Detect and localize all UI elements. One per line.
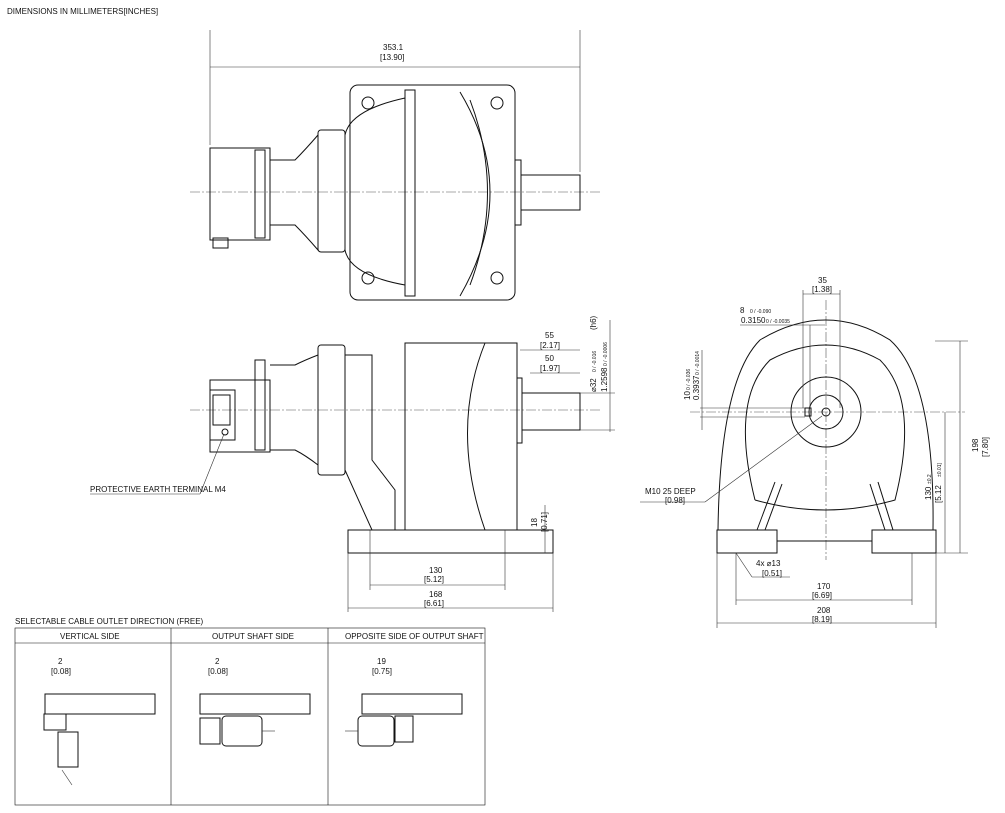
tap-spec: M10 25 DEEP <box>645 487 696 496</box>
key-height-tol: 0 / -0.036 <box>686 369 692 390</box>
shaft-diameter-in: 1.2598 <box>600 367 609 392</box>
hole-spacing-in: [5.12] <box>424 575 444 584</box>
column-output-shaft-side: OUTPUT SHAFT SIDE <box>212 632 294 641</box>
dim: 2 <box>58 657 63 666</box>
key-width-in: 0.3150 <box>741 316 766 325</box>
dim-in: [0.08] <box>208 667 228 676</box>
tap-spec-in: [0.98] <box>665 496 685 505</box>
side-view: 130 [5.12] 168 [6.61] 55 [2.17] 50 [1.97… <box>90 315 615 612</box>
hole-spacing: 130 <box>429 566 443 575</box>
key-length: 50 <box>545 354 554 363</box>
cable-section-title: SELECTABLE CABLE OUTLET DIRECTION (FREE) <box>15 617 204 626</box>
vertical-side-diagram: 2 [0.08] <box>43 657 156 786</box>
dim: 19 <box>377 657 386 666</box>
base-height: 18 <box>530 518 539 527</box>
base-length-in: [6.61] <box>424 599 444 608</box>
center-height: 130 <box>924 486 933 500</box>
top-view: 353.1 [13.90] <box>190 30 600 301</box>
base-length: 168 <box>429 590 443 599</box>
hole-pitch-in: [6.69] <box>812 591 832 600</box>
width-35-in: [1.38] <box>812 285 832 294</box>
center-height-in-tol: ±0.01] <box>937 463 943 477</box>
key-height-in-tol: 0 / -0.0014 <box>695 351 701 375</box>
front-view: 35 [1.38] 8 0 / -0.090 0.3150 0 / -0.003… <box>640 276 990 628</box>
key-height-in: 0.3937 <box>692 375 701 400</box>
shaft-diameter-in-tol: 0 / -0.0006 <box>603 342 609 366</box>
opposite-side-diagram: 19 [0.75] <box>345 657 463 747</box>
shaft-fit: (h6) <box>589 315 598 330</box>
shaft-length: 55 <box>545 331 554 340</box>
dim-in: [0.08] <box>51 667 71 676</box>
mounting-holes-in: [0.51] <box>762 569 782 578</box>
width-35: 35 <box>818 276 827 285</box>
overall-height: 198 <box>971 438 980 452</box>
base-width-in: [8.19] <box>812 615 832 624</box>
base-height-in: [0.71] <box>540 512 549 532</box>
earth-terminal-label: PROTECTIVE EARTH TERMINAL M4 <box>90 485 226 494</box>
overall-length: 353.1 <box>383 43 404 52</box>
hole-pitch: 170 <box>817 582 831 591</box>
units-header: DIMENSIONS IN MILLIMETERS[INCHES] <box>7 7 158 16</box>
shaft-diameter-tol: 0 / -0.016 <box>592 351 598 372</box>
shaft-length-in: [2.17] <box>540 341 560 350</box>
key-width-tol: 0 / -0.090 <box>750 309 771 315</box>
column-opposite-side: OPPOSITE SIDE OF OUTPUT SHAFT <box>345 632 484 641</box>
center-height-in: [5.12 <box>934 485 943 503</box>
mounting-holes: 4x ⌀13 <box>756 559 781 568</box>
base-width: 208 <box>817 606 831 615</box>
column-vertical-side: VERTICAL SIDE <box>60 632 120 641</box>
shaft-diameter: ⌀32 <box>589 378 598 392</box>
key-height: 10 <box>683 391 692 400</box>
overall-length-in: [13.90] <box>380 53 404 62</box>
center-height-tol: ±0.2 <box>927 474 933 484</box>
key-width: 8 <box>740 306 745 315</box>
key-length-in: [1.97] <box>540 364 560 373</box>
overall-height-in: [7.80] <box>981 437 990 457</box>
cable-outlet-table: SELECTABLE CABLE OUTLET DIRECTION (FREE)… <box>14 617 486 806</box>
dim: 2 <box>215 657 220 666</box>
key-width-in-tol: 0 / -0.0035 <box>766 319 790 325</box>
output-shaft-side-diagram: 2 [0.08] <box>199 657 311 747</box>
dim-in: [0.75] <box>372 667 392 676</box>
